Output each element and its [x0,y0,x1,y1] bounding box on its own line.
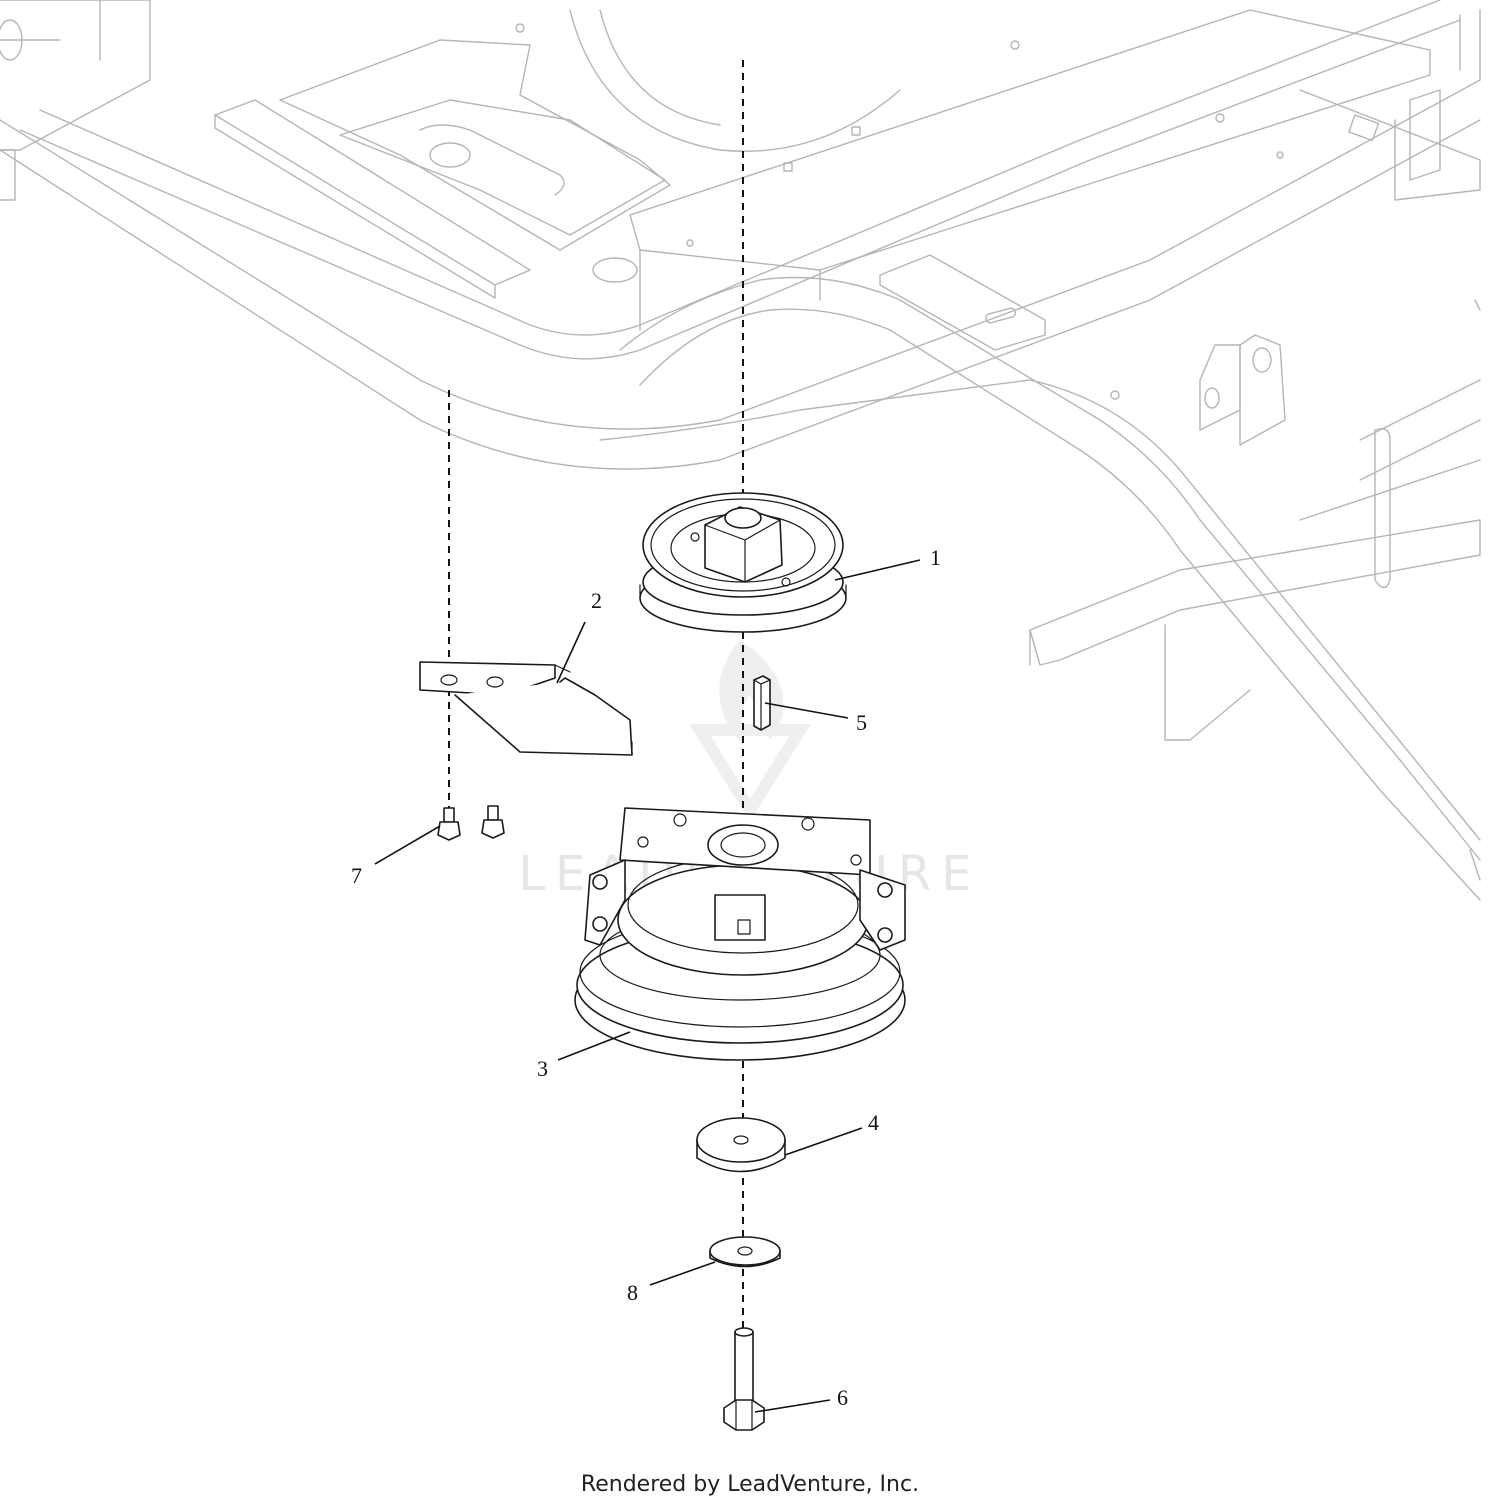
callout-6: 6 [837,1385,848,1410]
part-2-shield [419,661,633,756]
part-1-pulley [639,492,847,633]
callout-labels: 1 2 3 4 5 6 7 8 [351,545,941,1410]
footer-credit: Rendered by LeadVenture, Inc. [580,1472,920,1497]
part-3-clutch [574,807,906,1061]
part-6-bolt [723,1327,765,1431]
callout-5: 5 [856,710,867,735]
part-7-bolts [437,805,505,841]
part-4-spacer [696,1117,786,1173]
callout-4: 4 [868,1110,879,1135]
callout-2: 2 [591,588,602,613]
callout-8: 8 [627,1280,638,1305]
callout-7: 7 [351,863,362,888]
part-8-washer [709,1236,781,1268]
part-5-key [753,675,771,731]
leader-lines [374,559,921,1413]
callout-1: 1 [930,545,941,570]
callout-3: 3 [537,1056,548,1081]
chassis-frame [0,0,1481,901]
